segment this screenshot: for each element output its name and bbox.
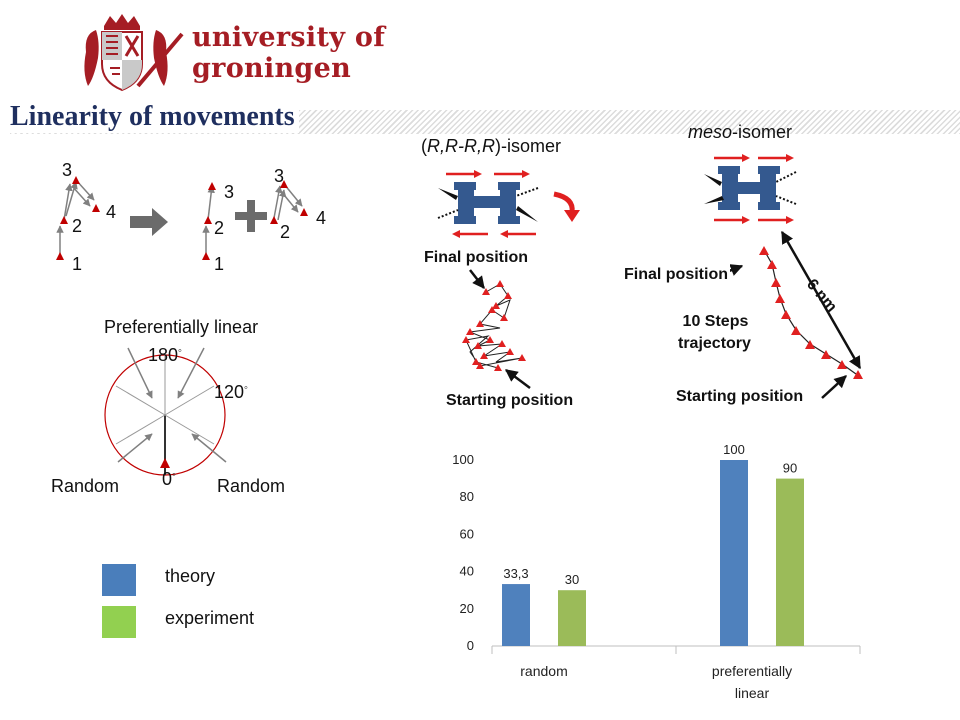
logo-slash xyxy=(136,32,184,88)
step-a-label-2: 2 xyxy=(72,216,82,236)
meso-isomer-molecule xyxy=(704,154,797,224)
step-c-label-2: 2 xyxy=(280,222,290,242)
rr-isomer-title: (R,R-R,R)-isomer xyxy=(421,136,561,157)
step-b-label-1: 1 xyxy=(214,254,224,274)
step-a-label-4: 4 xyxy=(106,202,116,222)
bar-experiment-1 xyxy=(776,478,804,646)
step-group-c: 3 4 2 xyxy=(270,166,326,242)
data-label-theory-0: 33,3 xyxy=(503,566,528,581)
meso-trajectory xyxy=(730,230,863,399)
step-a-label-3: 3 xyxy=(62,160,72,180)
rr-isomer-molecule xyxy=(437,170,580,238)
category-label-1: preferentially xyxy=(712,663,792,679)
meso-steps-label: 10 Steps trajectory xyxy=(678,311,751,355)
step-b-label-3: 3 xyxy=(224,182,234,202)
origin-triangle-icon xyxy=(160,458,170,468)
angle-0-label: 0◦ xyxy=(162,469,176,490)
y-tick-label: 40 xyxy=(460,564,474,579)
data-label-experiment-0: 30 xyxy=(565,572,579,587)
step-c-label-4: 4 xyxy=(316,208,326,228)
random-right-label: Random xyxy=(217,476,286,496)
rr-starting-position-label: Starting position xyxy=(446,392,574,409)
step-diagram: 3 4 2 1 3 2 1 3 4 2 xyxy=(56,160,326,274)
meso-isomer-title-suffix: -isomer xyxy=(732,122,793,142)
university-name-line-2: groningen xyxy=(192,53,352,84)
step-b-label-2: 2 xyxy=(214,218,224,238)
angle-120-label: 120◦ xyxy=(214,382,248,403)
page-title: Linearity of movements xyxy=(10,101,299,133)
rr-isomer-title-italic: R,R-R,R xyxy=(427,136,495,156)
university-name: university of groningen xyxy=(192,22,385,84)
data-label-experiment-1: 90 xyxy=(783,461,797,476)
big-right-arrow xyxy=(130,208,168,236)
y-tick-labels: 0 20 40 60 80 100 xyxy=(452,452,474,653)
bar-experiment-0 xyxy=(558,590,586,646)
degree-symbol: ◦ xyxy=(178,345,182,357)
bar-theory-1 xyxy=(720,460,748,646)
angle-180-value: 180 xyxy=(148,345,179,365)
angle-120-value: 120 xyxy=(214,382,245,402)
meso-starting-position-label: Starting position xyxy=(676,388,804,405)
step-c-label-3: 3 xyxy=(274,166,284,186)
preferentially-linear-label: Preferentially linear xyxy=(104,317,259,337)
plus-icon xyxy=(235,200,267,232)
meso-steps-line-2: trajectory xyxy=(678,335,751,352)
university-name-line-1: university of xyxy=(192,22,386,53)
category-label-1: linear xyxy=(735,685,770,701)
data-label-theory-1: 100 xyxy=(723,442,745,457)
rr-final-position-label: Final position xyxy=(424,249,528,266)
bar-chart: 0 20 40 60 80 100 33,3 30 100 90 random preferent… xyxy=(452,442,861,701)
step-group-a: 3 4 2 1 xyxy=(56,160,116,274)
angle-diagram xyxy=(104,347,227,476)
meso-steps-line-1: 10 Steps xyxy=(682,313,749,330)
angle-0-value: 0 xyxy=(162,469,173,489)
rr-isomer-title-suffix: )-isomer xyxy=(495,136,561,156)
legend-label-experiment: experiment xyxy=(165,608,255,628)
bar-theory-0 xyxy=(502,584,530,646)
rr-isomer-title-prefix: ( xyxy=(421,136,427,156)
step-group-b: 3 2 1 xyxy=(202,182,234,274)
step-a-label-1: 1 xyxy=(72,254,82,274)
legend-swatch-experiment xyxy=(102,606,136,638)
y-tick-label: 60 xyxy=(460,526,474,541)
legend-label-theory: theory xyxy=(165,566,216,586)
bars: 33,3 30 100 90 xyxy=(502,442,804,646)
y-tick-label: 0 xyxy=(467,638,474,653)
random-left-label: Random xyxy=(51,476,120,496)
meso-final-position-label: Final position xyxy=(624,266,728,283)
y-tick-label: 80 xyxy=(460,489,474,504)
category-label-0: random xyxy=(520,663,567,679)
legend-swatch-theory xyxy=(102,564,136,596)
y-tick-label: 100 xyxy=(452,452,474,467)
rr-trajectory xyxy=(462,269,531,389)
meso-isomer-title: meso-isomer xyxy=(688,122,792,143)
category-labels: random preferentially linear xyxy=(520,663,792,701)
meso-isomer-title-italic: meso xyxy=(688,122,733,142)
degree-symbol: ◦ xyxy=(172,469,176,481)
degree-symbol: ◦ xyxy=(244,382,248,394)
angle-180-label: 180◦ xyxy=(148,345,182,366)
y-tick-label: 20 xyxy=(460,601,474,616)
